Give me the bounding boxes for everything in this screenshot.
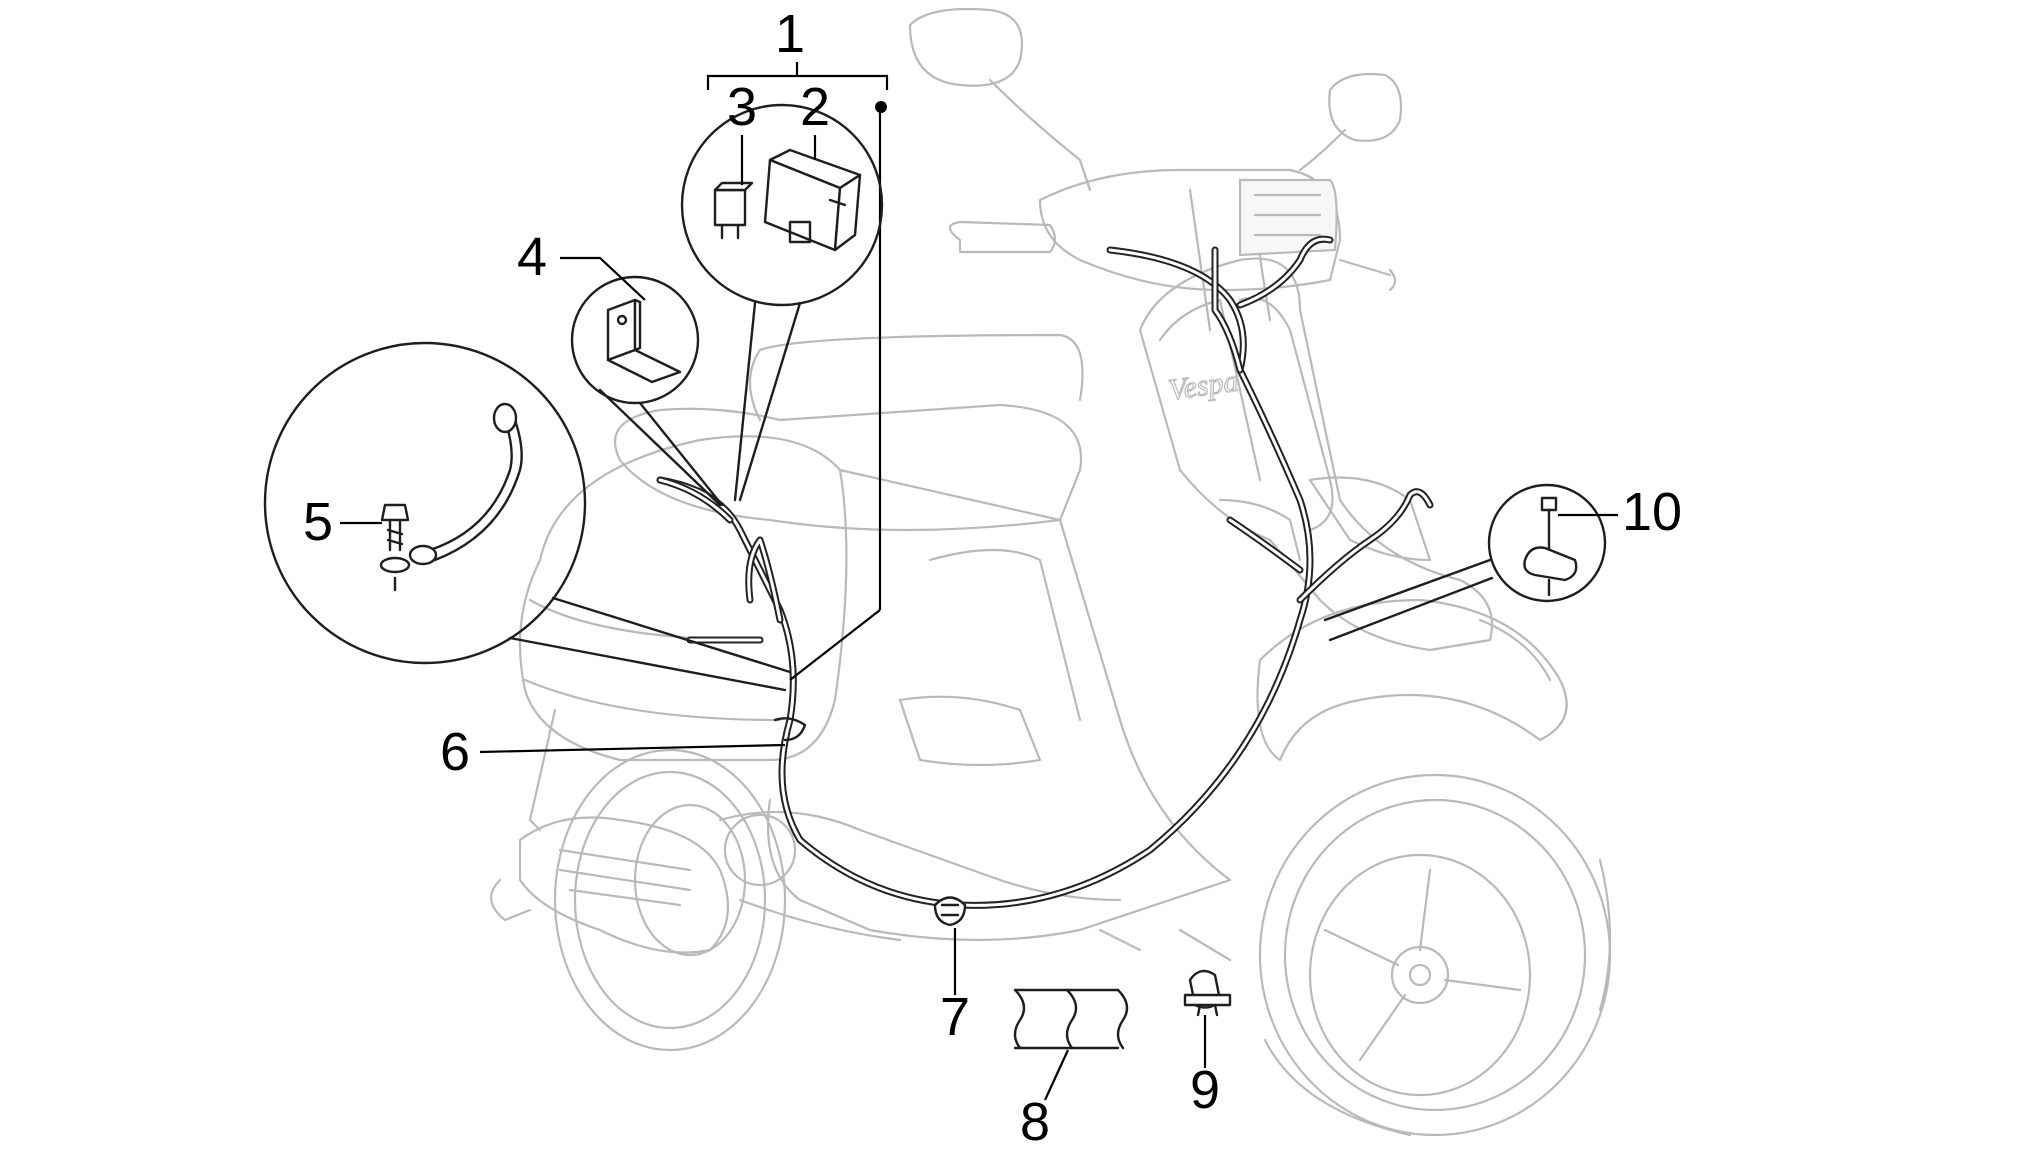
rear-wheel [553,748,787,1052]
callout-2: 2 [800,77,830,160]
callout-1-dot [875,101,887,113]
ground-screw [379,503,411,592]
detail-circle-control-unit [680,103,884,502]
callout-3: 3 [727,77,757,185]
callout-number-8: 8 [1020,1092,1050,1151]
vespa-logo-text: Vespa [1166,365,1240,407]
callout-number-9: 9 [1190,1060,1220,1120]
harness-clamp [1183,969,1232,1017]
callout-7: 7 [940,928,970,1047]
ground-cable [408,402,523,566]
callout-4: 4 [517,227,646,301]
main-wiring-harness [656,235,1434,909]
control-unit-module [763,148,862,252]
floorboard [766,468,1232,942]
rear-body [518,435,848,762]
fuse [713,181,754,240]
callout-1: 1 [706,4,889,681]
callout-number-7: 7 [940,987,970,1047]
front-wheel [1258,773,1612,1137]
callout-number-1: 1 [775,4,805,64]
callout-number-5: 5 [303,492,333,552]
swingarm [718,810,1122,942]
callout-number-10: 10 [1622,482,1682,542]
callout-5: 5 [303,492,382,552]
callout-1-bracket [706,62,889,90]
cable-clip-with-screw [1523,496,1578,597]
harness-cable-tie [933,896,967,927]
callout-number-6: 6 [440,722,470,782]
seat [614,403,1083,532]
callout-9: 9 [1190,1015,1220,1120]
callout-number-3: 3 [727,77,757,137]
detail-circle-cable-clip [1323,483,1607,642]
left-handlebar [948,220,1057,254]
mounting-bracket [606,298,682,384]
callout-8: 8 [1020,1049,1069,1151]
detail-circle-bracket [570,275,724,507]
leg-shield [1138,257,1494,652]
callout-10: 10 [1558,482,1682,542]
scooter-outline: Vespa [490,7,1612,1137]
callout-6: 6 [440,722,786,782]
front-fender [1256,598,1568,762]
left-mirror [908,7,1092,192]
headset [1038,168,1342,292]
detail-circle-ground-cable [263,341,792,692]
right-handlebar [1338,258,1397,292]
right-mirror [1298,72,1403,172]
insulating-sleeve [1013,988,1129,1050]
callout-number-2: 2 [800,77,830,137]
exhaust [518,816,730,954]
callout-number-4: 4 [517,227,547,287]
